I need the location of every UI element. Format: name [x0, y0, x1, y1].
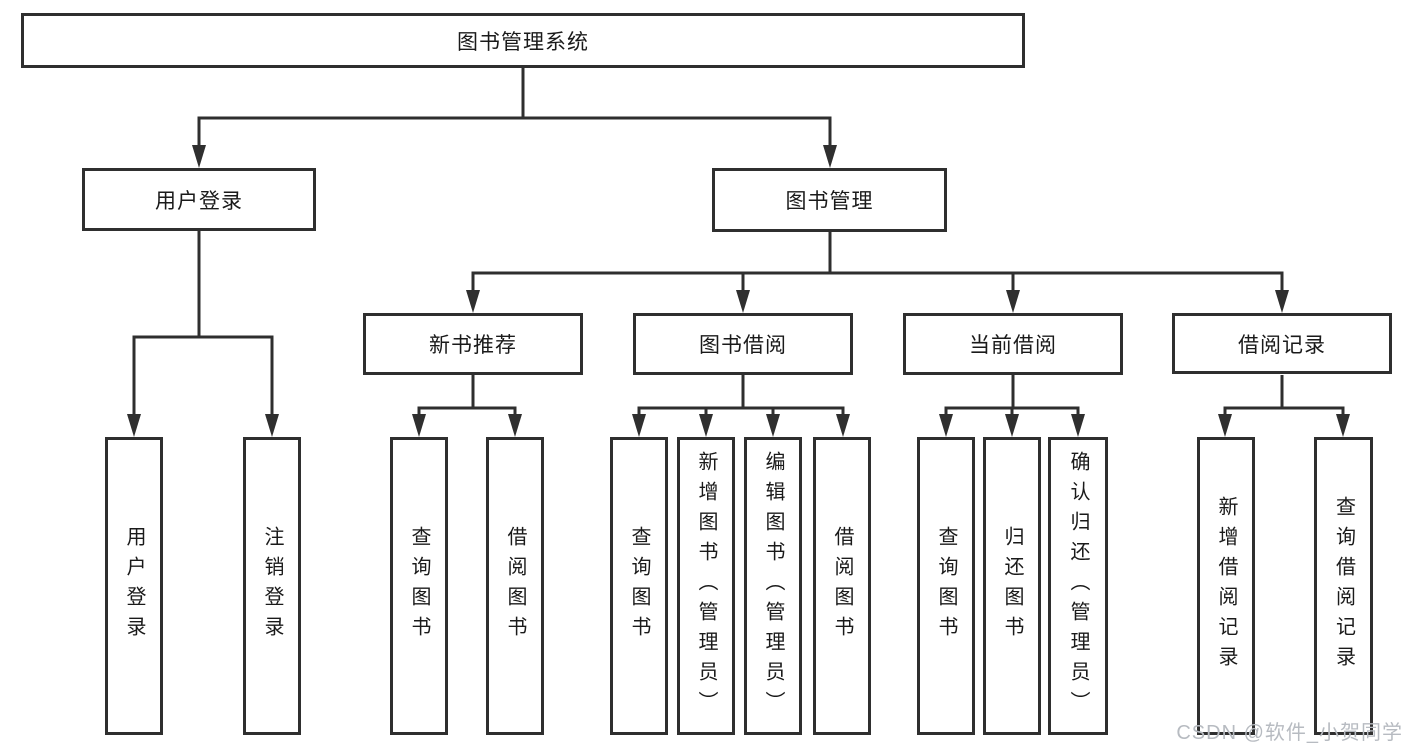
leaf-edit-books-admin: 编辑图书（管理员）	[744, 437, 802, 735]
node-root-system: 图书管理系统	[21, 13, 1025, 68]
arrowhead-icons	[127, 145, 1350, 437]
leaf-add-borrow-record: 新增借阅记录	[1197, 437, 1255, 735]
node-current-borrowing: 当前借阅	[903, 313, 1123, 375]
leaf-query-borrow-record: 查询借阅记录	[1314, 437, 1373, 735]
leaf-return-books: 归还图书	[983, 437, 1041, 735]
leaf-borrow-books: 借阅图书	[486, 437, 544, 735]
leaf-borrow-books: 借阅图书	[813, 437, 871, 735]
leaf-user-login: 用户登录	[105, 437, 163, 735]
leaf-logout: 注销登录	[243, 437, 301, 735]
node-book-management: 图书管理	[712, 168, 947, 232]
leaf-add-books-admin: 新增图书（管理员）	[677, 437, 735, 735]
node-new-book-recommend: 新书推荐	[363, 313, 583, 375]
leaf-query-books: 查询图书	[917, 437, 975, 735]
leaf-query-books: 查询图书	[610, 437, 668, 735]
node-book-borrowing: 图书借阅	[633, 313, 853, 375]
node-user-login: 用户登录	[82, 168, 316, 231]
node-borrow-records: 借阅记录	[1172, 313, 1392, 374]
csdn-watermark: CSDN @软件_小贺同学	[1176, 722, 1403, 744]
leaf-query-books: 查询图书	[390, 437, 448, 735]
leaf-confirm-return-admin: 确认归还（管理员）	[1048, 437, 1108, 735]
